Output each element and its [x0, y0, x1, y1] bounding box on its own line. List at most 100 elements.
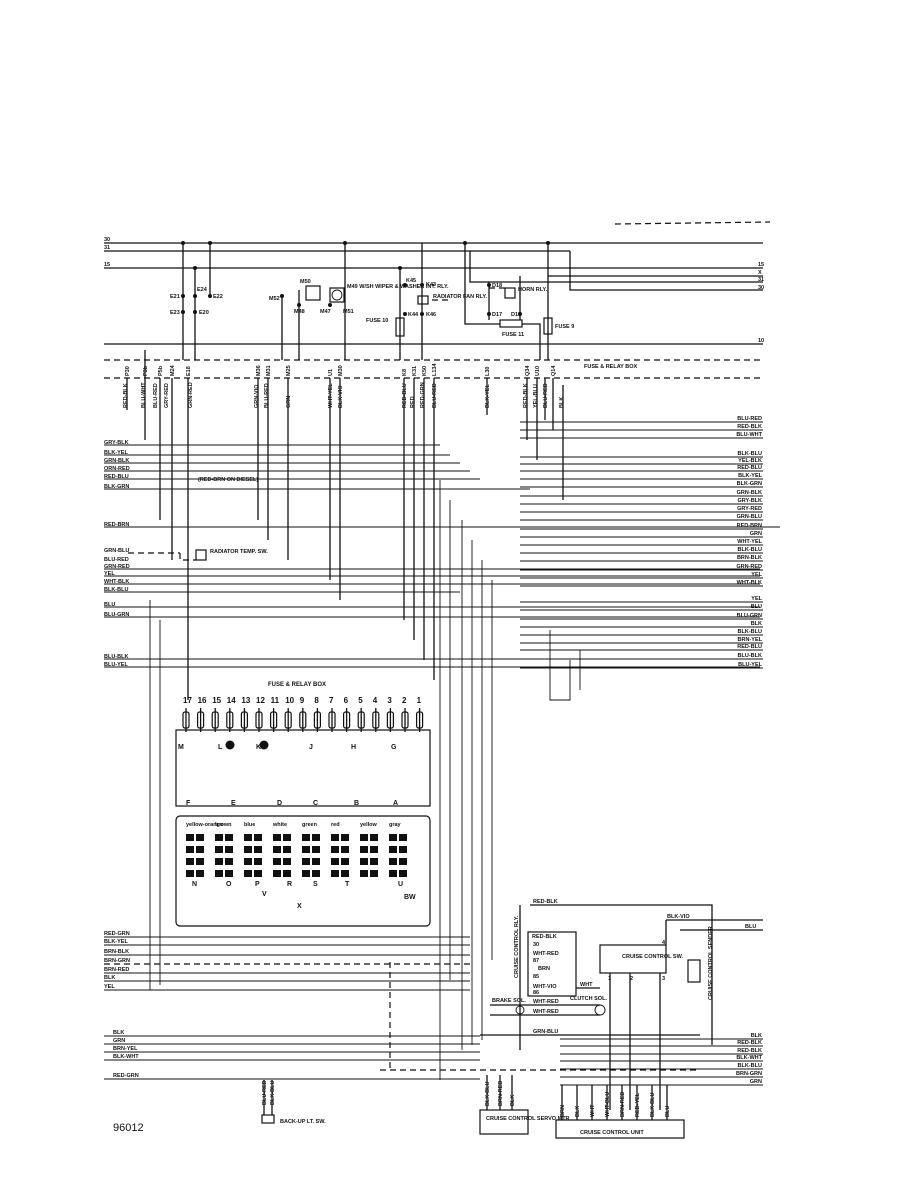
left-wires: GRY-BLKBLK-YELGRN-BLKORN-REDRED-BLUBLK-G…	[104, 440, 780, 668]
socket-block	[399, 870, 407, 877]
socket-block	[331, 870, 339, 877]
cruise-brn: BRN	[538, 966, 550, 972]
cruise-pin-30: 30	[533, 942, 539, 948]
left-wire-label: BLU-YEL	[104, 662, 128, 668]
relay-letter: A	[393, 800, 398, 807]
socket-block	[302, 870, 310, 877]
box-wire-color-label: RED-GRN	[420, 382, 426, 408]
left-wire-label: GRN-RED	[104, 564, 130, 570]
fuse-number: 5	[358, 696, 363, 705]
term-e24: E24	[197, 287, 208, 293]
right-wire-label: BLU-BLK	[738, 653, 762, 659]
box-drop-wires	[126, 350, 564, 700]
term-e22: E22	[213, 294, 223, 300]
lower-left-wire-label: BLK-YEL	[104, 939, 128, 945]
cruise-sender-label: CRUISE CONTROL SENDER	[708, 926, 714, 1000]
relay-letter: F	[186, 800, 191, 807]
right-wire-label: RED-BLU	[737, 465, 762, 471]
cruise-wht: WHT	[580, 982, 593, 988]
left-wire-label: BLK-GRN	[104, 484, 129, 490]
relay-letter: B	[354, 800, 359, 807]
bus-30-left: 30	[104, 237, 110, 243]
socket-block	[331, 846, 339, 853]
right-wire-label: WHT-BLK	[737, 580, 762, 586]
fuse-box-title: FUSE & RELAY BOX	[268, 682, 326, 688]
color-label: brown	[215, 822, 232, 828]
socket-letter: S	[313, 881, 318, 888]
socket-block	[225, 834, 233, 841]
box-terminal-label: M31	[266, 365, 272, 376]
box-wire-color-label: GRN	[286, 396, 292, 408]
unit-wire-label: WHT	[590, 1104, 596, 1117]
socket-block	[302, 858, 310, 865]
right-wire-label: RED-BLK	[737, 424, 762, 430]
bottom-right-wire-label: GRN	[750, 1079, 762, 1085]
socket-block	[360, 858, 368, 865]
relay-letter: H	[351, 744, 356, 751]
right-wire-label: BLU	[751, 604, 762, 610]
unit-wire-label: RED-YEL	[635, 1092, 641, 1117]
term-m48: M48	[294, 309, 305, 315]
box-wire-color-label: BLU-RED	[153, 383, 159, 408]
fuse-9-label: FUSE 9	[555, 324, 574, 330]
right-wire-label: GRN-BLK	[737, 490, 762, 496]
cruise-sw-pin-2: 2	[630, 976, 633, 982]
socket-letter: N	[192, 881, 197, 888]
socket-block	[312, 846, 320, 853]
socket-letter: T	[345, 881, 350, 888]
relay-dot	[225, 740, 235, 750]
socket-block	[283, 858, 291, 865]
horn-relay-label: HORN RLY.	[518, 287, 548, 293]
box-wire-color-label: RED-BLK	[123, 383, 129, 408]
term-k46: K46	[426, 312, 436, 318]
socket-block	[186, 870, 194, 877]
term-k43: K43	[426, 282, 436, 288]
left-wire-label: BLU-RED	[104, 557, 129, 563]
cruise-control-sw-label: CRUISE CONTROL SW.	[622, 954, 683, 960]
socket-block	[341, 846, 349, 853]
right-wire-label: BLK-BLU	[738, 547, 762, 553]
socket-block	[370, 858, 378, 865]
box-wire-color-label: GRY-RED	[164, 383, 170, 408]
middle-crossing-wires	[149, 480, 700, 1080]
right-wire-label: GRN-RED	[736, 564, 762, 570]
unit-wire-label: WHT-BLU	[605, 1092, 611, 1117]
box-wire-color-label: RED	[410, 396, 416, 408]
fuse-number: 13	[241, 696, 250, 705]
relay-letter: E	[231, 800, 236, 807]
fuse-number: 1	[417, 696, 422, 705]
box-wire-color-label: BLK-YEL	[485, 384, 491, 408]
bus-31-left: 31	[104, 245, 110, 251]
clutch-sol-label: CLUTCH SOL.	[570, 996, 607, 1002]
radiator-fan-relay: K45 K43 K44 K46 RADIATOR FAN RLY. FUSE 1…	[366, 243, 487, 360]
bottom-right-wires: BLKRED-BLKRED-BLKBLK-WHTBLK-BLUBRN-GRNGR…	[560, 1033, 763, 1086]
right-wire-label: RED-BLU	[737, 644, 762, 650]
left-wire-label: BLU-GRN	[104, 612, 129, 618]
left-wire-label: GRY-BLK	[104, 440, 129, 446]
lower-left-wire-label: RED-GRN	[104, 931, 130, 937]
socket-block	[215, 846, 223, 853]
right-wire-label: BLU-GRN	[737, 613, 762, 619]
box-wire-color-label: BLU-RED	[432, 383, 438, 408]
bus-31-right: 31	[758, 277, 764, 283]
box-wire-color-label: RED-BLU	[402, 383, 408, 408]
socket-block	[370, 870, 378, 877]
socket-block	[244, 834, 252, 841]
socket-block	[225, 870, 233, 877]
term-k44: K44	[408, 312, 419, 318]
socket-block	[341, 858, 349, 865]
right-wire-label: RED-BRN	[737, 523, 762, 529]
color-label: yellow-orange	[186, 822, 223, 828]
left-wire-label: ORN-RED	[104, 466, 130, 472]
lower-left-wire-label: BRN-GRN	[104, 958, 130, 964]
socket-block	[273, 846, 281, 853]
bottom-left-wire-label: GRN	[113, 1038, 125, 1044]
unit-wire-label: BLK	[575, 1106, 581, 1117]
box-wire-color-label: RED-BLK	[523, 383, 529, 408]
socket-block	[186, 834, 194, 841]
right-wire-label: YEL	[751, 572, 762, 578]
socket-letter-x: X	[297, 903, 302, 910]
socket-block	[215, 870, 223, 877]
